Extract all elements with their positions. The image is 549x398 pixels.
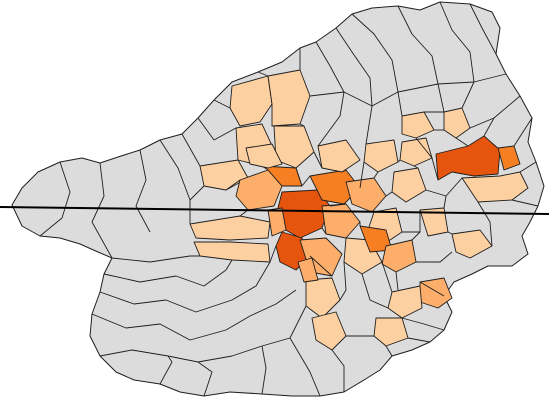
colored-regions bbox=[189, 69, 529, 351]
map-region bbox=[305, 277, 341, 319]
map-region bbox=[267, 207, 287, 237]
map-region bbox=[261, 165, 303, 187]
map-region bbox=[345, 177, 387, 213]
map-outline bbox=[11, 1, 545, 397]
map-region bbox=[381, 239, 417, 273]
map-region bbox=[373, 317, 409, 347]
map-region bbox=[387, 285, 423, 319]
map-region bbox=[451, 229, 493, 259]
map-region bbox=[399, 137, 433, 167]
map-region bbox=[391, 167, 427, 203]
map-region bbox=[401, 111, 435, 139]
region-boundaries bbox=[39, 1, 539, 397]
map-region bbox=[297, 257, 319, 283]
map-region bbox=[317, 139, 361, 173]
reference-line bbox=[0, 206, 549, 215]
map-region bbox=[245, 143, 283, 169]
map-region bbox=[311, 311, 347, 351]
map-region bbox=[363, 139, 399, 173]
map-region bbox=[435, 135, 501, 181]
map-region bbox=[497, 145, 521, 171]
map-region bbox=[443, 107, 471, 139]
